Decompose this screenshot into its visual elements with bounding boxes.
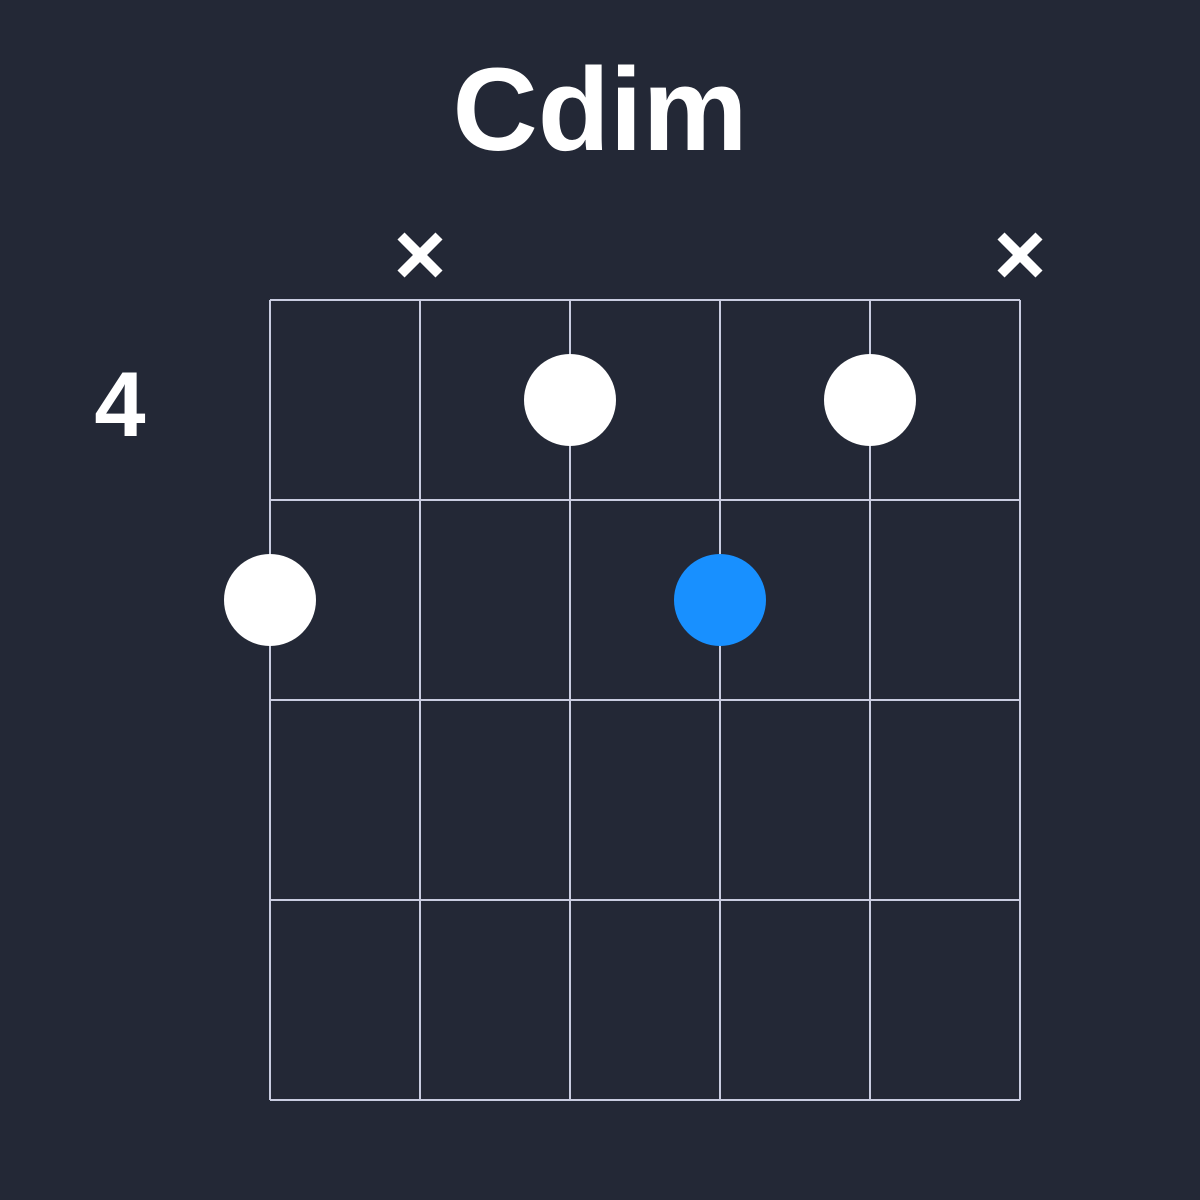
mute-x-icon [997,232,1043,278]
mute-x-icon [397,232,443,278]
finger-dot [824,354,916,446]
finger-dot [524,354,616,446]
root-note-dot [674,554,766,646]
base-fret-number: 4 [94,354,146,456]
finger-dot [224,554,316,646]
chord-title: Cdim [452,44,748,176]
